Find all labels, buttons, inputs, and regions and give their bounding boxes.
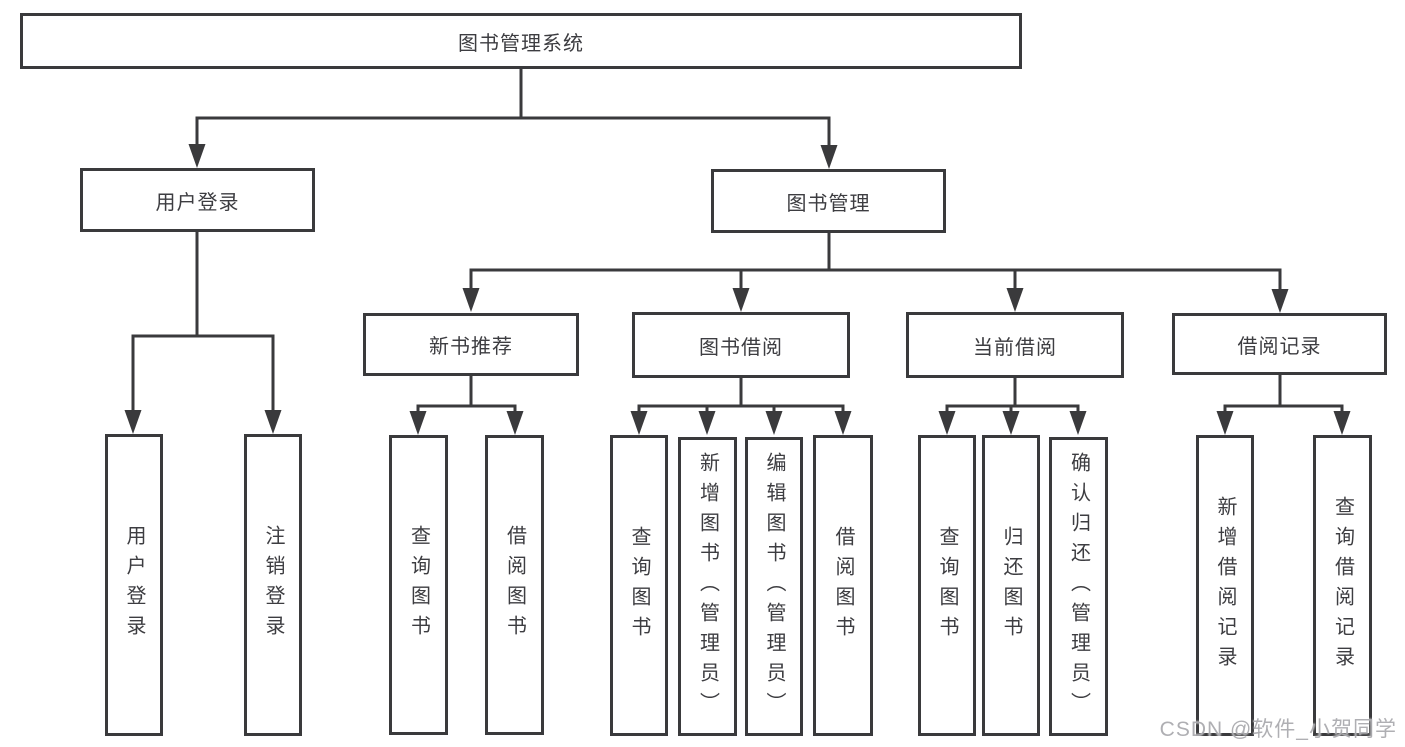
node-borrow-record-label: 借阅记录 (1237, 335, 1322, 358)
leaf-borrow-query-label: 查询图书 (628, 525, 650, 646)
leaf-newbook-query: 查询图书 (389, 435, 448, 735)
leaf-current-query: 查询图书 (918, 435, 976, 736)
connector-borrow-record-branch (1216, 375, 1351, 435)
connector-book-borrow-branch (630, 378, 852, 435)
leaf-record-query-label: 查询借阅记录 (1331, 495, 1354, 676)
leaf-user-login: 用户登录 (105, 434, 163, 736)
leaf-borrow-query: 查询图书 (610, 435, 668, 736)
node-user-login-label: 用户登录 (155, 191, 240, 214)
leaf-record-query: 查询借阅记录 (1313, 435, 1372, 736)
node-book-mgmt: 图书管理 (711, 169, 946, 233)
node-book-borrow-label: 图书借阅 (699, 336, 783, 359)
node-user-login: 用户登录 (80, 168, 315, 232)
connector-current-borrow-branch (938, 378, 1087, 435)
leaf-borrow-book: 借阅图书 (813, 435, 873, 736)
leaf-current-return: 归还图书 (982, 435, 1040, 736)
leaf-borrow-add-label: 新增图书（管理员） (696, 451, 719, 722)
leaf-borrow-book-label: 借阅图书 (832, 525, 854, 646)
leaf-logout-label: 注销登录 (262, 525, 284, 645)
node-root: 图书管理系统 (20, 13, 1022, 69)
leaf-user-login-label: 用户登录 (123, 525, 145, 645)
leaf-current-query-label: 查询图书 (936, 525, 958, 646)
node-book-mgmt-label: 图书管理 (786, 192, 871, 215)
leaf-borrow-edit-label: 编辑图书（管理员） (763, 451, 785, 722)
node-new-book-label: 新书推荐 (429, 336, 513, 358)
leaf-record-add: 新增借阅记录 (1196, 435, 1254, 736)
node-book-borrow: 图书借阅 (632, 312, 850, 378)
leaf-current-confirm: 确认归还（管理员） (1049, 437, 1108, 736)
csdn-watermark: CSDN @软件_小贺同学 (1159, 718, 1397, 741)
node-current-borrow: 当前借阅 (906, 312, 1124, 378)
node-new-book: 新书推荐 (363, 313, 579, 376)
node-borrow-record: 借阅记录 (1172, 313, 1387, 375)
leaf-logout: 注销登录 (244, 434, 302, 736)
leaf-record-add-label: 新增借阅记录 (1214, 495, 1236, 676)
node-current-borrow-label: 当前借阅 (973, 336, 1057, 359)
connector-new-book-branch (409, 376, 524, 435)
connector-book-mgmt-branch (462, 233, 1289, 313)
leaf-newbook-query-label: 查询图书 (407, 525, 430, 645)
leaf-newbook-borrow: 借阅图书 (485, 435, 544, 735)
leaf-newbook-borrow-label: 借阅图书 (503, 525, 526, 645)
leaf-current-return-label: 归还图书 (1000, 525, 1022, 646)
connector-user-login-branch (124, 232, 282, 434)
connector-root-branch (188, 69, 838, 169)
leaf-borrow-edit: 编辑图书（管理员） (745, 437, 803, 736)
node-root-label: 图书管理系统 (458, 32, 584, 55)
leaf-borrow-add: 新增图书（管理员） (678, 437, 737, 736)
leaf-current-confirm-label: 确认归还（管理员） (1067, 451, 1090, 722)
